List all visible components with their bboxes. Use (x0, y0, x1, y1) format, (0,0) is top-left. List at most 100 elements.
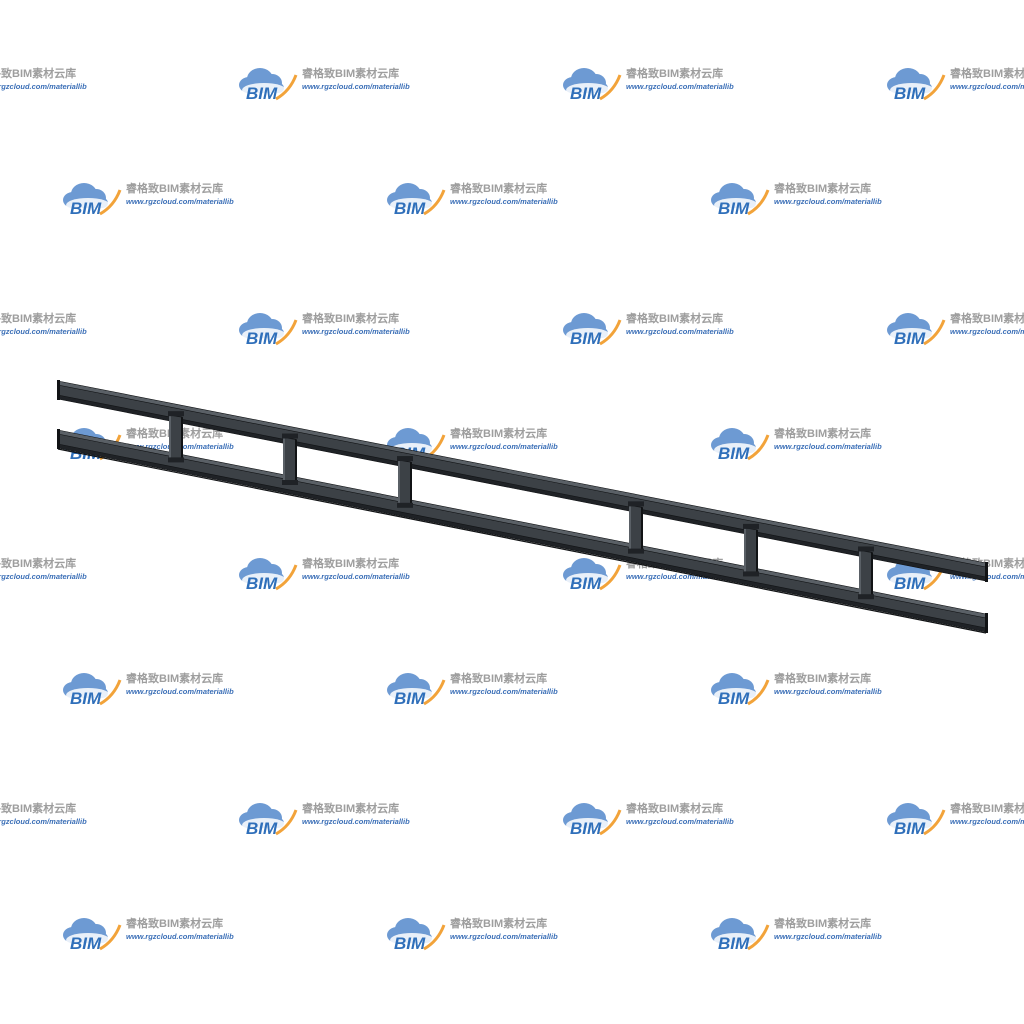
crossbar (743, 523, 759, 577)
watermark-brand-text: 睿格致BIM素材云库 (0, 556, 76, 570)
watermark: BIM 睿格致BIM素材云库 www.rgzcloud.com/materialli… (885, 66, 1024, 103)
watermark-url-text: www.rgzcloud.com/materiallib (450, 442, 558, 451)
watermark-brand-text: 睿格致BIM素材云库 (450, 671, 547, 685)
watermark-url-text: www.rgzcloud.com/materiallib (774, 442, 882, 451)
watermark-url-text: www.rgzcloud.com/materiallib (0, 817, 87, 826)
watermark-url-text: www.rgzcloud.com/materiallib (126, 687, 234, 696)
watermark-brand-text: 睿格致BIM素材云库 (626, 801, 723, 815)
bim-logo-text: BIM (394, 689, 426, 708)
watermark-brand-text: 睿格致BIM素材云库 (950, 801, 1024, 815)
watermark-url-text: www.rgzcloud.com/materiallib (950, 817, 1024, 826)
bim-logo-text: BIM (570, 819, 602, 838)
watermark: BIM睿格致BIM素材云库www.rgzcloud.com/materialli… (237, 311, 410, 348)
bim-logo-text: BIM (394, 199, 426, 218)
watermark-url-text: www.rgzcloud.com/materiallib (450, 197, 558, 206)
lower-i-beam (57, 429, 988, 633)
bim-logo-text: BIM (246, 574, 278, 593)
watermark: BIM睿格致BIM素材云库www.rgzcloud.com/materialli… (237, 801, 410, 838)
watermark: BIM睿格致BIM素材云库www.rgzcloud.com/materialli… (885, 801, 1024, 838)
watermark: BIM睿格致BIM素材云库www.rgzcloud.com/materialli… (61, 671, 234, 708)
watermark-brand-text: 睿格致BIM素材云库 (950, 66, 1024, 80)
watermark: BIM 睿格致BIM素材云库 www.rgzcloud.com/materialli… (709, 426, 882, 463)
beam-shadow-line (57, 448, 987, 634)
watermark-url-text: www.rgzcloud.com/materiallib (450, 687, 558, 696)
bim-logo-text: BIM (246, 329, 278, 348)
watermark-url-text: www.rgzcloud.com/materiallib (774, 932, 882, 941)
bim-logo-text: BIM (246, 84, 278, 103)
watermark: BIM睿格致BIM素材云库www.rgzcloud.com/materialli… (0, 66, 87, 91)
steel-ladder-frame (57, 380, 988, 634)
watermark-brand-text: 睿格致BIM素材云库 (302, 556, 399, 570)
watermark: BIM 睿格致BIM素材云库 www.rgzcloud.com/materialli… (885, 311, 1024, 348)
crossbar (397, 456, 413, 508)
watermark: BIM 睿格致BIM素材云库 www.rgzcloud.com/materialli… (237, 556, 410, 593)
crossbar (168, 411, 184, 463)
watermark-url-text: www.rgzcloud.com/materiallib (950, 82, 1024, 91)
watermark: BIM 睿格致BIM素材云库 www.rgzcloud.com/materialli… (61, 916, 234, 953)
watermark-brand-text: 睿格致BIM素材云库 (626, 311, 723, 325)
watermark-url-text: www.rgzcloud.com/materiallib (0, 327, 87, 336)
watermark-url-text: www.rgzcloud.com/materiallib (126, 197, 234, 206)
watermark-url-text: www.rgzcloud.com/materiallib (450, 932, 558, 941)
bim-logo-text: BIM (894, 574, 926, 593)
watermark-url-text: www.rgzcloud.com/materiallib (774, 687, 882, 696)
watermark-brand-text: 睿格致BIM素材云库 (0, 801, 76, 815)
bim-logo-text: BIM (70, 934, 102, 953)
watermark-url-text: www.rgzcloud.com/materiallib (0, 572, 87, 581)
bim-logo-text: BIM (718, 934, 750, 953)
watermark-brand-text: 睿格致BIM素材云库 (126, 916, 223, 930)
crossbar (282, 433, 298, 485)
watermark-url-text: www.rgzcloud.com/materiallib (126, 932, 234, 941)
watermark-brand-text: 睿格致BIM素材云库 (450, 181, 547, 195)
watermark-brand-text: 睿格致BIM素材云库 (774, 426, 871, 440)
watermark: BIM 睿格致BIM素材云库 www.rgzcloud.com/materialli… (561, 801, 734, 838)
watermark-brand-text: 睿格致BIM素材云库 (774, 916, 871, 930)
watermark: BIM 睿格致BIM素材云库 www.rgzcloud.com/materialli… (709, 916, 882, 953)
watermark: BIM 睿格致BIM素材云库 www.rgzcloud.com/materialli… (385, 916, 558, 953)
watermark-brand-text: 睿格致BIM素材云库 (126, 671, 223, 685)
bim-logo-text: BIM (570, 574, 602, 593)
watermark-brand-text: 睿格致BIM素材云库 (626, 66, 723, 80)
bim-logo-text: BIM (718, 199, 750, 218)
bim-logo-text: BIM (394, 934, 426, 953)
watermark-url-text: www.rgzcloud.com/materiallib (302, 572, 410, 581)
bim-logo-text: BIM (570, 84, 602, 103)
watermark-url-text: www.rgzcloud.com/materiallib (626, 572, 734, 581)
watermark-brand-text: 睿格致BIM素材云库 (126, 181, 223, 195)
watermark-brand-text: 睿格致BIM素材云库 (774, 671, 871, 685)
watermark: BIM睿格致BIM素材云库www.rgzcloud.com/materialli… (709, 181, 882, 218)
bim-logo-text: BIM (246, 819, 278, 838)
bim-logo-text: BIM (718, 444, 750, 463)
watermark-brand-text: 睿格致BIM素材云库 (302, 801, 399, 815)
crossbar (858, 546, 874, 600)
bim-logo-text: BIM (70, 199, 102, 218)
watermark: BIM睿格致BIM素材云库www.rgzcloud.com/materialli… (0, 556, 87, 581)
watermark-url-text: www.rgzcloud.com/materiallib (302, 327, 410, 336)
watermark: BIM 睿格致BIM素材云库 www.rgzcloud.com/materialli… (61, 181, 234, 218)
watermark-url-text: www.rgzcloud.com/materiallib (0, 82, 87, 91)
watermark: BIM 睿格致BIM素材云库 www.rgzcloud.com/materialli… (385, 181, 558, 218)
bim-logo-text: BIM (570, 329, 602, 348)
watermark: BIM睿格致BIM素材云库www.rgzcloud.com/materialli… (0, 311, 87, 336)
bim-logo-text: BIM (718, 689, 750, 708)
watermark: BIM睿格致BIM素材云库www.rgzcloud.com/materialli… (237, 66, 410, 103)
watermark-layer: BIM 睿格致BIM素材云库 www.rgzcloud.com/materialli… (0, 66, 1024, 953)
bim-logo-text: BIM (894, 329, 926, 348)
watermark-url-text: www.rgzcloud.com/materiallib (626, 817, 734, 826)
watermark-brand-text: 睿格致BIM素材云库 (450, 916, 547, 930)
watermark-brand-text: 睿格致BIM素材云库 (302, 66, 399, 80)
watermark-url-text: www.rgzcloud.com/materiallib (774, 197, 882, 206)
watermark: BIM 睿格致BIM素材云库 www.rgzcloud.com/materialli… (561, 66, 734, 103)
watermark: BIM 睿格致BIM素材云库 www.rgzcloud.com/materialli… (385, 671, 558, 708)
watermark-url-text: www.rgzcloud.com/materiallib (626, 327, 734, 336)
watermark-brand-text: 睿格致BIM素材云库 (0, 66, 76, 80)
watermark: BIM睿格致BIM素材云库www.rgzcloud.com/materialli… (0, 801, 87, 826)
watermark-url-text: www.rgzcloud.com/materiallib (626, 82, 734, 91)
watermark: BIM 睿格致BIM素材云库 www.rgzcloud.com/materialli… (709, 671, 882, 708)
watermark-brand-text: 睿格致BIM素材云库 (950, 311, 1024, 325)
bim-logo-text: BIM (894, 84, 926, 103)
crossbar (628, 501, 644, 554)
upper-i-beam (57, 380, 988, 582)
watermark-url-text: www.rgzcloud.com/materiallib (950, 327, 1024, 336)
